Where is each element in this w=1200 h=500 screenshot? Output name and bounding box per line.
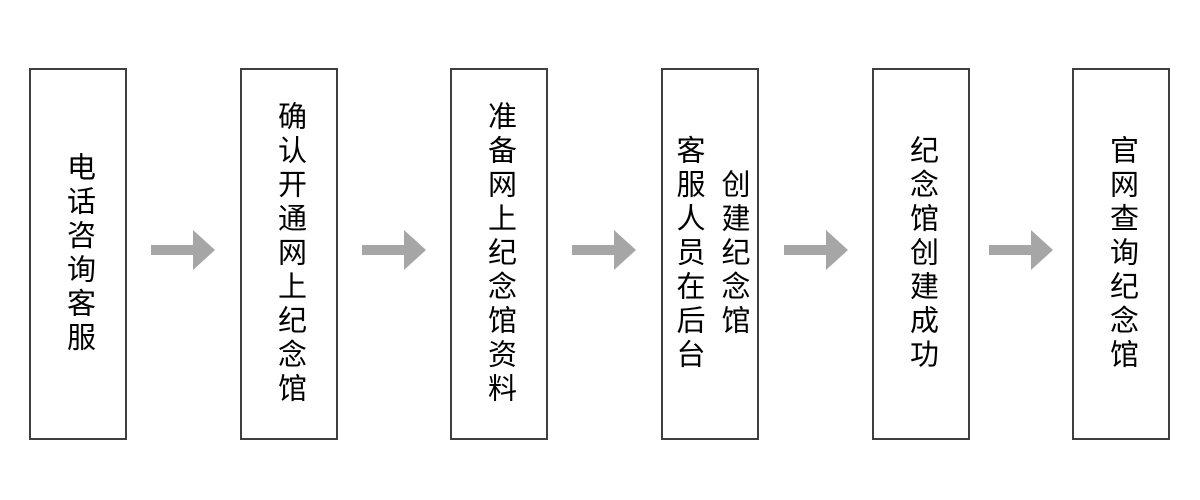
flow-step-3-label: 准备网上纪念馆资料 [483,101,516,407]
flow-step-6-label: 官网查询纪念馆 [1105,135,1138,373]
flow-step-4: 客服人员在后台 创建纪念馆 [661,68,759,440]
arrow-right-icon [151,230,215,270]
flow-step-3: 准备网上纪念馆资料 [450,68,548,440]
flow-step-4-label: 客服人员在后台 创建纪念馆 [672,135,749,373]
arrow-right-icon [362,230,426,270]
flow-step-6: 官网查询纪念馆 [1072,68,1170,440]
flow-step-2: 确认开通网上纪念馆 [240,68,338,440]
flow-step-1-label: 电话咨询客服 [62,152,95,356]
flow-step-5: 纪念馆创建成功 [872,68,970,440]
flow-step-5-label: 纪念馆创建成功 [905,135,938,373]
flow-step-2-label: 确认开通网上纪念馆 [273,101,306,407]
arrow-right-icon [572,230,636,270]
arrow-right-icon [989,230,1053,270]
arrow-right-icon [784,230,848,270]
flow-step-1: 电话咨询客服 [29,68,127,440]
